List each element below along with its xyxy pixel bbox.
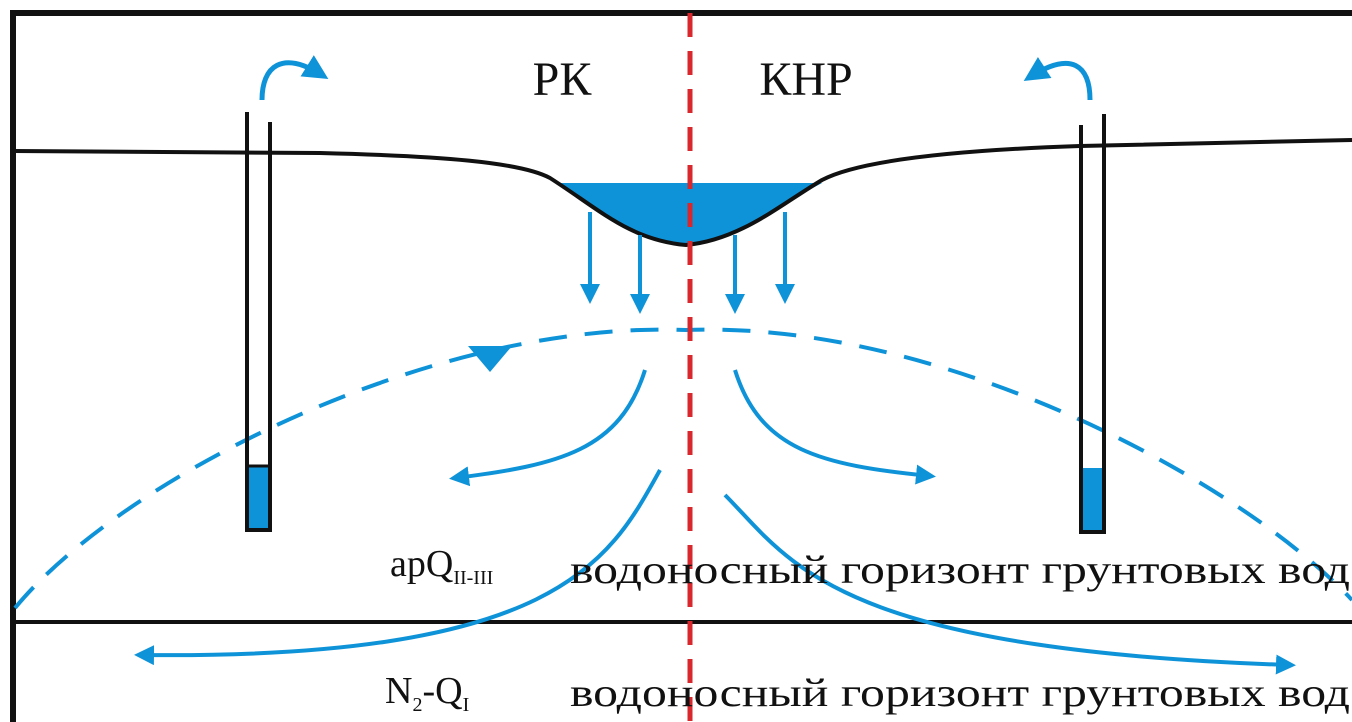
lower-aquifer-code-q: -Q: [422, 670, 462, 712]
infiltration-arrows: [580, 212, 795, 314]
flow-arrows: [134, 369, 1296, 675]
flow-arrow-upper-left: [449, 369, 647, 487]
flow-arrow-lower-left: [134, 469, 662, 666]
upper-aquifer-code-main: apQ: [390, 543, 453, 585]
country-label-china: КНР: [759, 53, 852, 106]
water-table-triangle-icon: [468, 346, 512, 372]
upper-aquifer-code: apQII-III: [390, 543, 493, 589]
lower-aquifer-code: N2-QI: [385, 670, 469, 716]
pumping-arrow: [259, 55, 329, 101]
flow-arrow-lower-right: [723, 493, 1296, 675]
well-water-level: [1083, 468, 1102, 530]
upper-aquifer-description: водоносный горизонт грунтовых вод: [570, 547, 1350, 592]
country-label-kazakhstan: РК: [533, 53, 593, 106]
well-water-level: [249, 466, 268, 528]
well-left: [245, 55, 329, 532]
lower-aquifer-description: водоносный горизонт грунтовых вод: [570, 670, 1350, 715]
lower-aquifer-code-q-sub: I: [463, 694, 470, 716]
frame-border: [10, 10, 1352, 722]
pumping-arrow: [1023, 57, 1093, 101]
groundwater-table-line: [13, 327, 1352, 610]
ground-surface-line: [12, 138, 1352, 248]
upper-aquifer-code-sub: II-III: [453, 567, 493, 589]
lower-aquifer-code-n: N: [385, 670, 412, 712]
lower-aquifer-code-n-sub: 2: [412, 694, 422, 716]
flow-arrow-upper-right: [733, 369, 936, 485]
well-right: [1023, 57, 1106, 534]
